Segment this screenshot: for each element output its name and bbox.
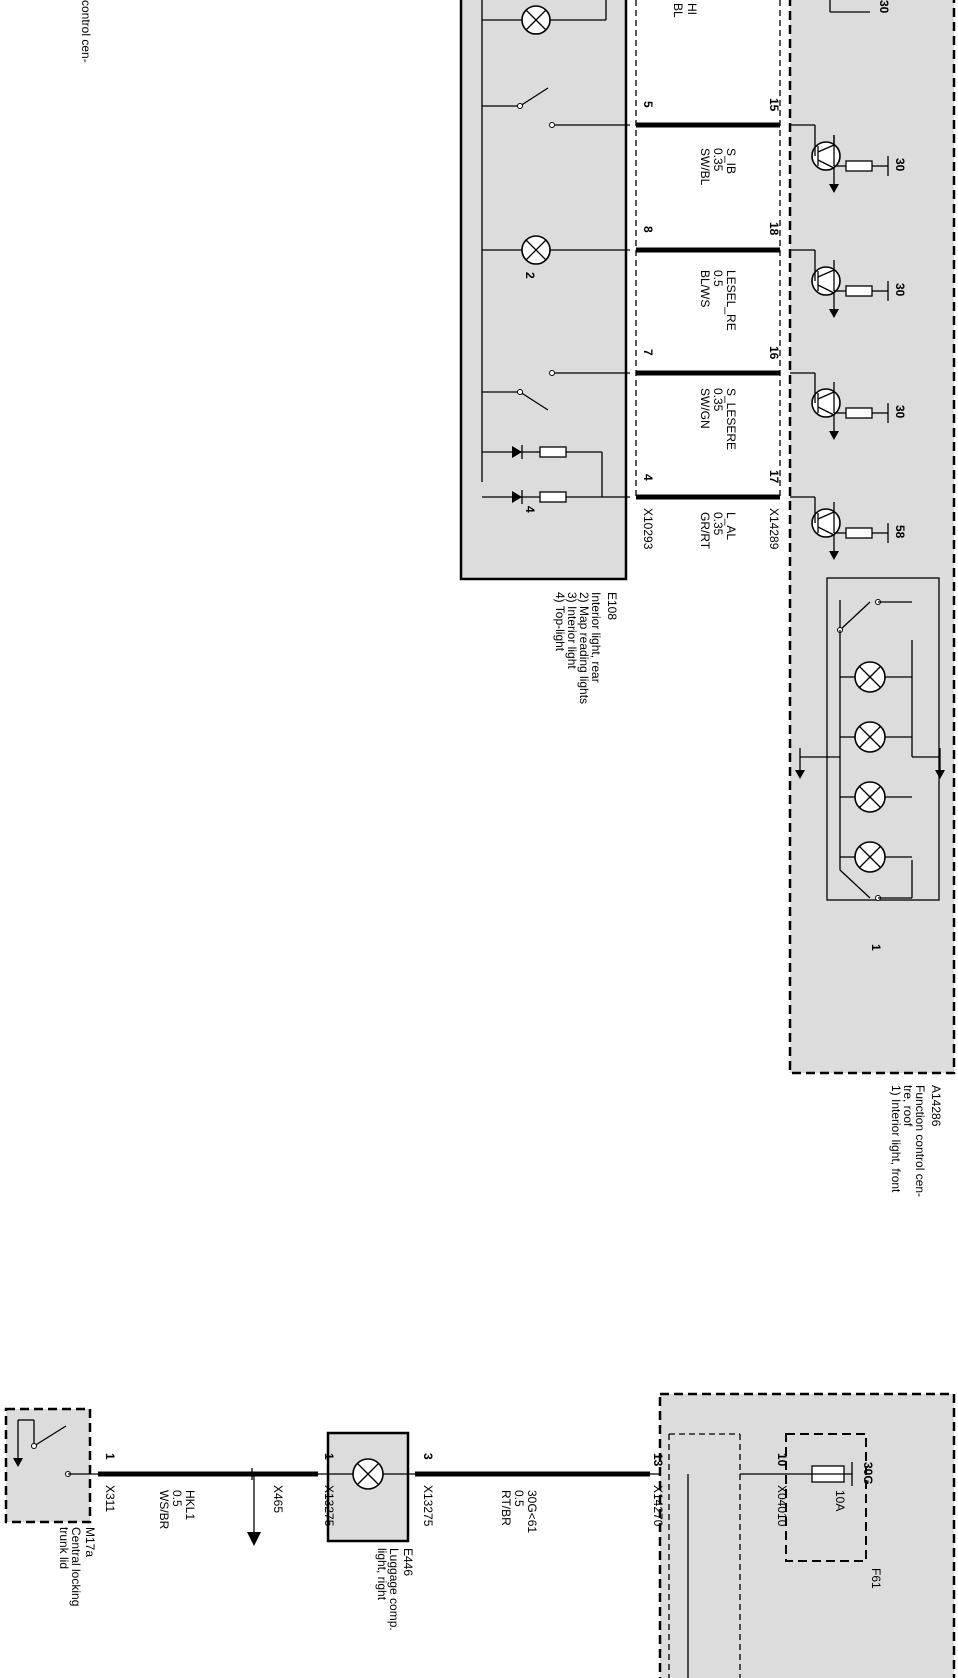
f61-id: F61 bbox=[869, 1568, 883, 1589]
a14286-title-2: tre, roof bbox=[901, 1085, 915, 1127]
connector-x465: X465 bbox=[271, 1485, 285, 1513]
wire-row-l-al: 4 4 17 L_AL 0.35 GR/RT 58 bbox=[482, 445, 907, 560]
transistor-icon bbox=[811, 266, 841, 296]
e446-pin-right: 3 bbox=[421, 1453, 435, 1460]
wire-row-lesel-re: 2 8 18 LESEL_RE 0.5 BL/WS 30 bbox=[482, 222, 907, 331]
e108-note-2: 2) Map reading lights bbox=[577, 592, 591, 704]
wire-row-s-lesere: 7 16 S_LESERE 0.35 SW/GN 30 bbox=[482, 346, 907, 450]
supply-pin: 30 bbox=[893, 283, 907, 297]
connector-x13275-b: X13275 bbox=[421, 1485, 435, 1527]
e108-note-3: 3) Interior light bbox=[565, 592, 579, 669]
pin: 4 bbox=[641, 474, 655, 481]
connector-x04010: X04010 bbox=[775, 1485, 789, 1527]
top-cut-label: control cen- bbox=[79, 0, 93, 63]
w30g-color: RT/BR bbox=[499, 1490, 513, 1526]
pin-13: 13 bbox=[651, 1453, 665, 1467]
connector-x311: X311 bbox=[103, 1485, 117, 1512]
wire-size: 0.35 bbox=[711, 388, 725, 412]
supply-pin: 30 bbox=[893, 405, 907, 419]
wire-size: 0.35 bbox=[711, 512, 725, 536]
wire-name: S_LESERE bbox=[724, 388, 738, 450]
wire-color: SW/GN bbox=[698, 388, 712, 429]
e446-pin-left: 1 bbox=[322, 1453, 336, 1460]
wire-size: 0.5 bbox=[711, 270, 725, 287]
e108-id: E108 bbox=[605, 592, 619, 620]
pin: 17 bbox=[767, 470, 781, 484]
pin: 7 bbox=[641, 349, 655, 356]
e108-box bbox=[459, 0, 628, 581]
a14286-callout-1: 1 bbox=[869, 944, 883, 951]
transistor-icon bbox=[811, 388, 841, 418]
m17a-pin: 1 bbox=[103, 1453, 117, 1460]
e108-callout-4: 4 bbox=[523, 506, 537, 513]
m17a-line-2: trunk lid bbox=[57, 1527, 71, 1569]
pin: 15 bbox=[767, 98, 781, 112]
wire-name: S_IB bbox=[724, 148, 738, 174]
w30g-size: 0.5 bbox=[512, 1490, 526, 1507]
e446-id: E446 bbox=[401, 1548, 415, 1576]
connector-x13275-a: X13275 bbox=[322, 1485, 336, 1527]
a14286-id: A14286 bbox=[929, 1085, 943, 1127]
top-pin-30: 30 bbox=[877, 0, 891, 14]
a14286-title-1: Function control cen- bbox=[913, 1085, 927, 1197]
x465-ground bbox=[247, 1468, 261, 1546]
e108-labels: E108 Interior light, rear 2) Map reading… bbox=[553, 592, 619, 704]
pin: 18 bbox=[767, 222, 781, 236]
e108-note-4: 4) Top-light bbox=[553, 592, 567, 652]
wire-name: L_AL bbox=[724, 512, 738, 540]
top-partial: 30 bbox=[482, 0, 891, 35]
supply-pin: 58 bbox=[893, 525, 907, 539]
e108-callout-2: 2 bbox=[523, 272, 537, 279]
w30g-name: 30G<61 bbox=[525, 1490, 539, 1533]
top-cut-label-bl: BL bbox=[671, 3, 685, 18]
transistor-icon bbox=[811, 508, 841, 538]
connector-x14270: X14270 bbox=[651, 1485, 665, 1527]
hkl1-name: HKL1 bbox=[183, 1490, 197, 1520]
a14286-note-1: 1) Interior light, front bbox=[889, 1085, 903, 1193]
connector-x10293: X10293 bbox=[641, 508, 655, 550]
interior-light-front bbox=[795, 577, 945, 901]
a14286-labels: A14286 Function control cen- tre, roof 1… bbox=[889, 1085, 943, 1197]
f61-pin: 10 bbox=[775, 1453, 789, 1467]
wire-color: SW/BL bbox=[698, 148, 712, 186]
hkl1-color: WS/BR bbox=[157, 1490, 171, 1530]
wire-color: BL/WS bbox=[698, 270, 712, 307]
wire-color: GR/RT bbox=[698, 512, 712, 550]
f61-terminal: 30G bbox=[861, 1462, 875, 1485]
m17a-box bbox=[4, 1407, 92, 1524]
e108-title: Interior light, rear bbox=[589, 592, 603, 683]
wire-size: 0.35 bbox=[711, 148, 725, 172]
m17a-line-1: Central locking bbox=[69, 1527, 83, 1606]
pin: 16 bbox=[767, 346, 781, 360]
wire-name: LESEL_RE bbox=[724, 270, 738, 331]
f61-box bbox=[785, 1433, 867, 1562]
pin: 5 bbox=[641, 101, 655, 108]
connector-x14289: X14289 bbox=[767, 508, 781, 550]
transistor-icon bbox=[811, 141, 841, 171]
pin: 8 bbox=[641, 226, 655, 233]
m17a-id: M17a bbox=[83, 1527, 97, 1557]
supply-pin: 30 bbox=[893, 158, 907, 172]
m17a-switch bbox=[13, 1419, 71, 1477]
top-cut-label-hi: HI bbox=[685, 3, 699, 15]
hkl1-size: 0.5 bbox=[170, 1490, 184, 1507]
e446-line-1: Luggage comp. bbox=[387, 1548, 401, 1631]
f61-rating: 10A bbox=[833, 1490, 847, 1511]
e446-line-2: light, right bbox=[375, 1548, 389, 1601]
wire-row-s-ib: 5 15 S_IB 0.35 SW/BL 30 bbox=[482, 87, 907, 193]
